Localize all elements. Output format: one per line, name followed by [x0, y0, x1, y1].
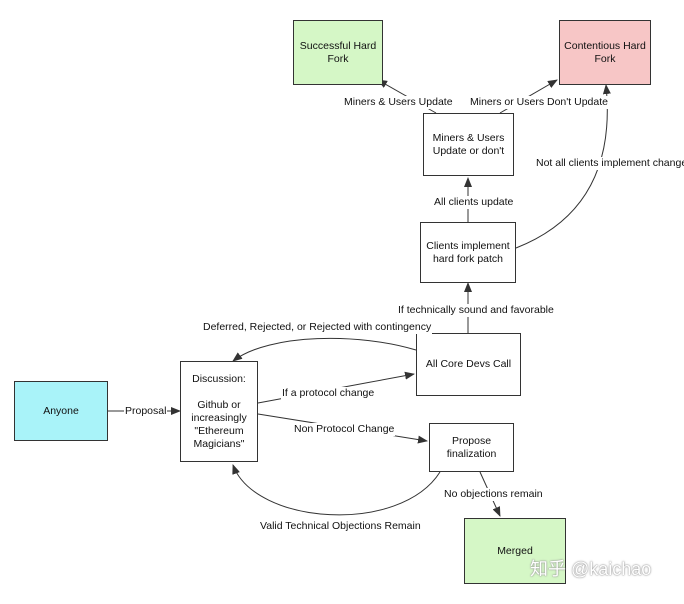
- label-all-clients-update: All clients update: [433, 196, 515, 209]
- label-if-protocol-change: If a protocol change: [281, 387, 376, 400]
- node-contentious-hard-fork: Contentious Hard Fork: [559, 20, 651, 85]
- node-successful-hard-fork: Successful Hard Fork: [293, 20, 383, 85]
- node-merged: Merged: [464, 518, 566, 584]
- label-not-all-clients: Not all clients implement change: [535, 157, 684, 170]
- label-non-protocol-change: Non Protocol Change: [293, 423, 396, 436]
- node-anyone: Anyone: [14, 381, 108, 441]
- edge-deferred: [232, 337, 417, 362]
- node-all-core-devs-call: All Core Devs Call: [416, 333, 521, 396]
- label-valid-objections: Valid Technical Objections Remain: [259, 520, 422, 533]
- node-miners-users-decide: Miners & Users Update or don't: [423, 113, 514, 176]
- node-discussion: Discussion: Github or increasingly "Ethe…: [180, 361, 258, 462]
- node-clients-implement: Clients implement hard fork patch: [420, 222, 516, 283]
- label-miners-users-dont-update: Miners or Users Don't Update: [469, 96, 609, 109]
- label-no-objections: No objections remain: [443, 488, 544, 501]
- watermark: 知乎 @kaichao: [530, 559, 652, 579]
- node-propose-finalization: Propose finalization: [429, 423, 514, 472]
- label-technically-sound: If technically sound and favorable: [397, 304, 555, 317]
- label-miners-users-update: Miners & Users Update: [343, 96, 454, 109]
- label-deferred: Deferred, Rejected, or Rejected with con…: [202, 321, 433, 334]
- label-proposal: Proposal: [124, 405, 168, 418]
- edge-valid-objections: [232, 464, 441, 516]
